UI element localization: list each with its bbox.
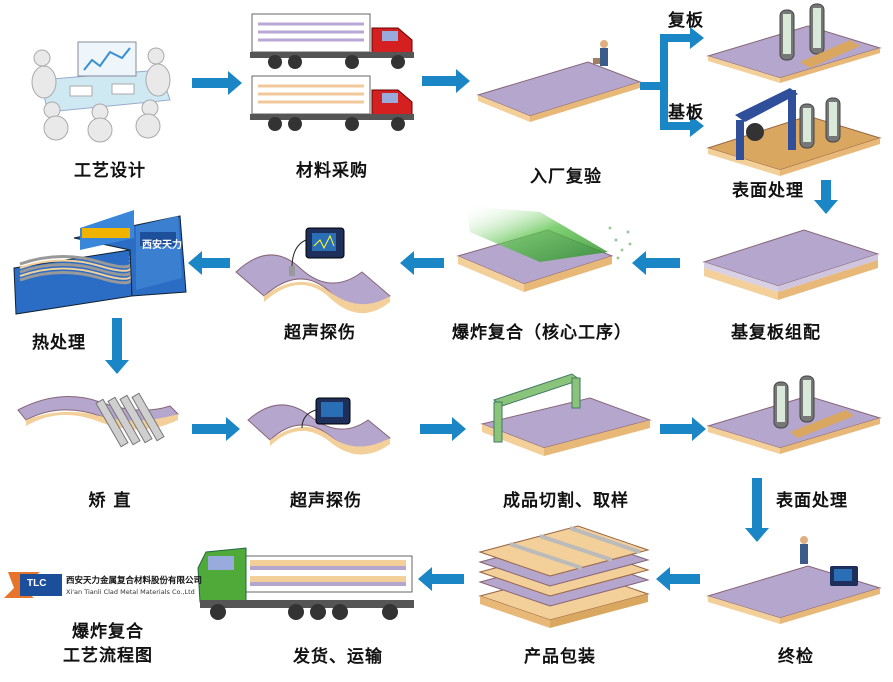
arrow-design-to-purchase [192,71,242,95]
step-label-final-inspection: 终检 [778,647,814,667]
company-name-cn: 西安天力金属复合材料股份有限公司 [66,576,203,586]
step-label-straightening: 矫 直 [88,491,132,511]
arrow-inspect-branch [640,27,704,137]
step-label-surface-treatment-1: 表面处理 [732,181,804,201]
arrow-ut2-to-cut [420,417,466,441]
arrow-heat-to-straighten [105,318,129,374]
branch-label-clad: 复板 [668,11,704,31]
step-label-ultrasonic-1: 超声探伤 [284,323,356,343]
arrow-explode-to-ut1 [400,251,444,275]
product-packing-illustration [478,525,650,628]
arrow-ut1-to-heat [188,251,230,275]
cutting-illustration [480,373,652,456]
shipping-truck-illustration [197,547,414,620]
surface-treatment-base [706,88,882,176]
arrow-cut-to-surface2 [660,417,706,441]
arrow-surface2-to-final [745,478,769,542]
arrow-purchase-to-inspect [422,69,470,93]
heat-treatment-furnace [13,210,187,315]
step-label-assembly: 基复板组配 [731,323,821,343]
logo-mark-text: TLC [27,578,47,589]
step-label-incoming-inspection: 入厂复验 [530,167,602,187]
arrow-surface-to-assemble [814,180,838,214]
step-label-purchase: 材料采购 [296,161,368,181]
step-label-packing: 产品包装 [524,647,596,667]
diagram-title: 爆炸复合 工艺流程图 [63,620,153,668]
step-label-cutting: 成品切割、取样 [503,491,629,511]
flow-arrows [105,27,838,591]
truck-illustration-1 [250,13,414,69]
step-label-surface-treatment-2: 表面处理 [776,491,848,511]
surface-treatment-final [706,375,882,454]
surface-treatment-clad [706,3,882,83]
truck-illustration-2 [250,75,414,131]
final-inspection-illustration [706,536,882,624]
plate-assembly-illustration [702,229,880,300]
straightening-illustration [17,392,179,448]
arrow-pack-to-ship [418,567,464,591]
branch-label-base: 基板 [668,103,704,123]
step-label-heat-treatment: 热处理 [32,333,86,353]
step-label-design: 工艺设计 [74,161,146,181]
explosion-composite-illustration [456,206,632,292]
diagram-title-line-1: 爆炸复合 [72,622,144,642]
arrow-final-to-pack [656,567,700,591]
arrow-straighten-to-ut2 [192,417,240,441]
step-label-ultrasonic-2: 超声探伤 [290,491,362,511]
design-meeting-illustration [31,41,171,143]
arrow-assemble-to-explode [632,251,680,275]
incoming-inspection-plate [476,40,642,122]
company-logo-mark [4,572,62,598]
ultrasonic-test-plate-2 [247,397,391,455]
ultrasonic-test-plate-1 [235,227,391,314]
step-label-explosion: 爆炸复合（核心工序） [452,323,632,343]
company-name-en: Xi'an Tianli Clad Metal Materials Co.,Lt… [66,588,195,596]
diagram-title-line-2: 工艺流程图 [63,646,153,666]
furnace-sign: 西安天力 [142,240,182,251]
step-label-shipping: 发货、运输 [293,647,383,667]
